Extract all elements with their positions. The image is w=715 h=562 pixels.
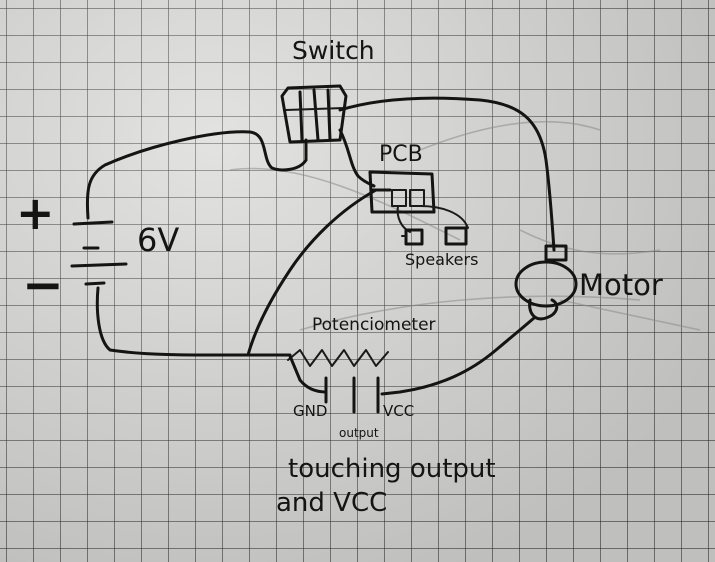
- pcb-label: PCB: [379, 142, 423, 167]
- ghost-strokes: [229, 120, 701, 331]
- battery-symbol: [70, 220, 128, 286]
- speakers-label: Speakers: [405, 250, 479, 269]
- motor-label: Motor: [579, 268, 663, 302]
- speakers-symbol: [396, 205, 469, 246]
- gnd-pin-label: GND: [293, 402, 328, 420]
- wire-motor-to-vcc: [380, 316, 536, 396]
- wire-battery-to-switch: [85, 130, 308, 220]
- battery-plus-label: +: [16, 186, 55, 240]
- potentiometer-symbol: [287, 349, 389, 414]
- switch-label: Switch: [292, 36, 375, 65]
- motor-symbol: [514, 244, 578, 321]
- battery-minus-label: −: [22, 256, 64, 314]
- switch-symbol: [280, 84, 348, 162]
- vcc-pin-label: VCC: [383, 402, 415, 420]
- wire-switch-to-motor: [338, 96, 556, 252]
- note-line-1: touching output: [288, 454, 496, 484]
- battery-voltage-label: 6V: [137, 221, 180, 259]
- potentiometer-label: Potenciometer: [312, 315, 436, 335]
- wire-battery-ground: [95, 286, 292, 357]
- output-pin-label: output: [339, 426, 379, 440]
- wire-pcb-to-junction: [246, 188, 378, 357]
- note-line-2: and VCC: [276, 488, 388, 518]
